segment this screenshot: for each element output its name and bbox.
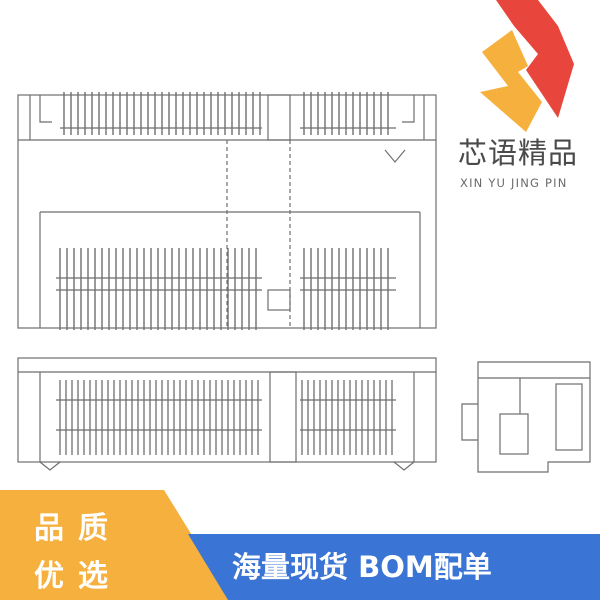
quality-badge-line1: 品质 [34, 511, 122, 546]
stock-bom-text: 海量现货 BOM配单 [232, 550, 492, 584]
top-view-outline [17, 94, 437, 329]
front-view-outline [17, 357, 437, 463]
side-view-outline [477, 361, 591, 473]
stock-bom-banner: 海量现货 BOM配单 [188, 534, 600, 600]
quality-badge-line2: 优选 [34, 559, 122, 594]
brand-name-en: XIN YU JING PIN [460, 176, 568, 190]
brand-logo-icon [480, 0, 574, 132]
brand-name-cn: 芯语精品 [458, 136, 579, 170]
